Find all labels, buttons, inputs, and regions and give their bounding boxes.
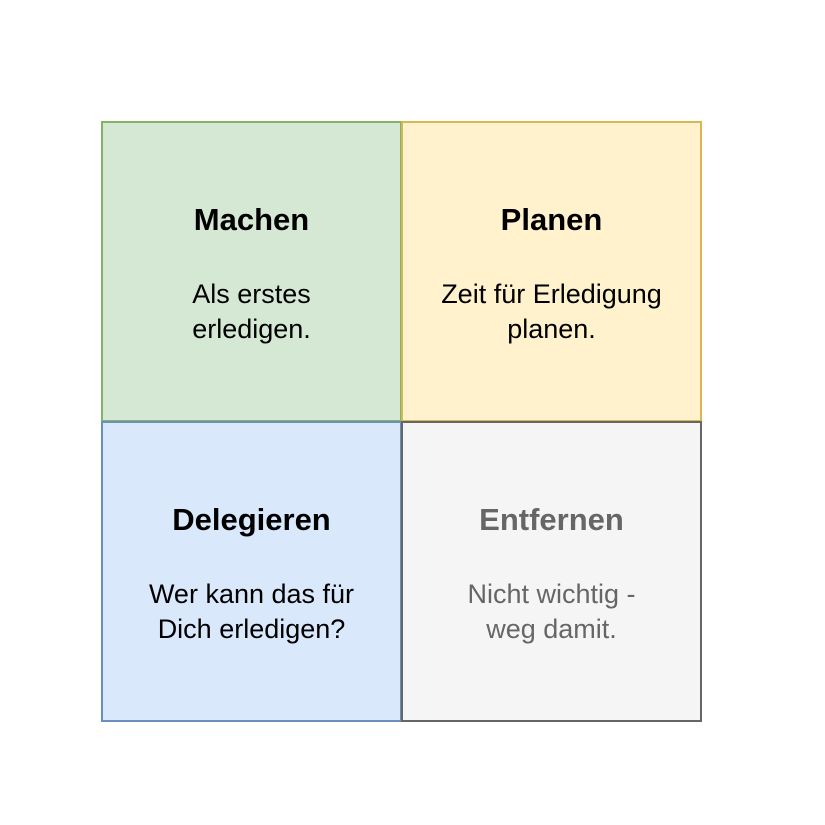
quadrant-title: Planen bbox=[500, 202, 603, 237]
quadrant-entfernen: Entfernen Nicht wichtig - weg damit. bbox=[401, 421, 702, 722]
quadrant-description: Zeit für Erledigung planen. bbox=[413, 277, 690, 347]
description-line: weg damit. bbox=[486, 614, 617, 644]
quadrant-description: Als erstes erledigen. bbox=[113, 277, 390, 347]
eisenhower-matrix: Machen Als erstes erledigen. Planen Zeit… bbox=[101, 121, 702, 722]
quadrant-machen: Machen Als erstes erledigen. bbox=[101, 121, 402, 422]
description-line: Wer kann das für bbox=[148, 579, 355, 609]
quadrant-description: Wer kann das für Dich erledigen? bbox=[113, 577, 390, 647]
description-line: planen. bbox=[507, 314, 596, 344]
description-line: Zeit für Erledigung bbox=[441, 279, 662, 309]
quadrant-title: Entfernen bbox=[479, 502, 624, 537]
quadrant-description: Nicht wichtig - weg damit. bbox=[413, 577, 690, 647]
quadrant-planen: Planen Zeit für Erledigung planen. bbox=[401, 121, 702, 422]
description-line: erledigen. bbox=[192, 314, 311, 344]
description-line: Als erstes bbox=[192, 279, 311, 309]
quadrant-title: Machen bbox=[193, 202, 310, 237]
quadrant-delegieren: Delegieren Wer kann das für Dich erledig… bbox=[101, 421, 402, 722]
quadrant-title: Delegieren bbox=[172, 502, 331, 537]
description-line: Dich erledigen? bbox=[157, 614, 346, 644]
description-line: Nicht wichtig - bbox=[467, 579, 636, 609]
